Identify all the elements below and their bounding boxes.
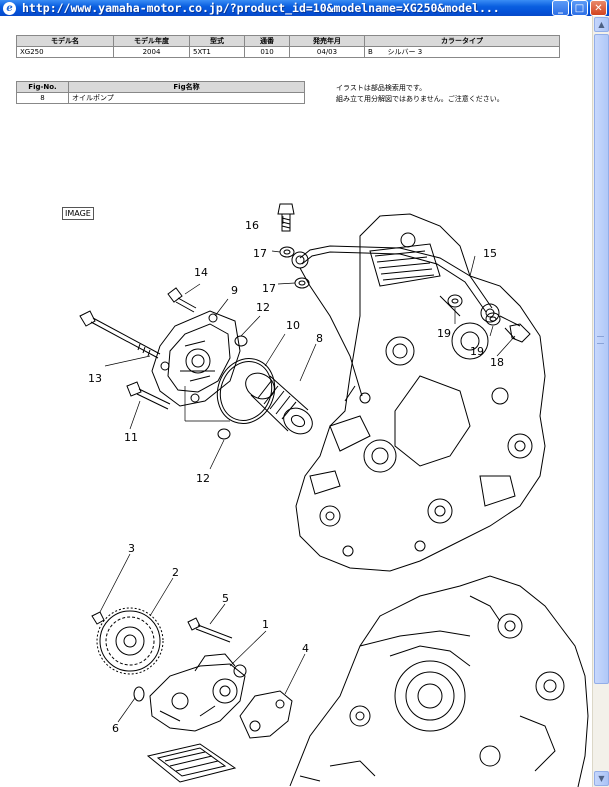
maximize-button[interactable]: □: [571, 0, 588, 16]
callout-5[interactable]: 5: [222, 592, 229, 605]
header-color-type: カラータイプ: [364, 35, 560, 47]
cell-color-name: シルバー 3: [384, 46, 560, 58]
header-type: 型式: [189, 35, 245, 47]
window-title: http://www.yamaha-motor.co.jp/?product_i…: [22, 1, 500, 15]
pin-6[interactable]: [133, 686, 145, 702]
table-row: 8 オイルポンプ: [16, 92, 305, 104]
page-content: モデル名 モデル年度 型式 通番 発売年月 カラータイプ XG250 2004 …: [0, 16, 592, 787]
oil-strainer[interactable]: [146, 743, 237, 783]
cell-type: 5XT1: [189, 46, 245, 58]
clip-3[interactable]: [91, 611, 105, 625]
callout-13[interactable]: 13: [88, 372, 102, 385]
callout-19b[interactable]: 19: [470, 345, 484, 358]
cell-release: 04/03: [289, 46, 365, 58]
callout-numbers: 16 17 17 15 14 9 12 10 8 13 11 12 19 19 …: [88, 219, 504, 735]
callout-11[interactable]: 11: [124, 431, 138, 444]
bolt-18[interactable]: [504, 323, 531, 343]
callout-15[interactable]: 15: [483, 247, 497, 260]
fig-info-table: Fig-No. Fig名称 8 オイルポンプ: [16, 81, 305, 104]
header-fig-no: Fig-No.: [16, 81, 69, 93]
ie-icon: e: [3, 1, 16, 15]
pump-gear-2[interactable]: [96, 607, 164, 675]
close-button[interactable]: ✕: [590, 0, 607, 16]
gasket-4[interactable]: [239, 690, 293, 739]
scroll-thumb[interactable]: [594, 34, 609, 684]
header-model-name: モデル名: [16, 35, 114, 47]
minimize-button[interactable]: _: [552, 0, 569, 16]
cell-model: XG250: [16, 46, 114, 58]
bolt-14[interactable]: [167, 287, 197, 313]
scroll-down-button[interactable]: ▼: [594, 771, 609, 786]
gasket-19b[interactable]: [485, 312, 501, 326]
image-placeholder-tag: IMAGE: [62, 207, 94, 220]
note-line-2: 組み立て用分解図ではありません。ご注意ください。: [336, 95, 504, 103]
gasket-17a[interactable]: [279, 246, 295, 258]
header-release: 発売年月: [289, 35, 365, 47]
callout-12a[interactable]: 12: [256, 301, 270, 314]
model-table-header: モデル名 モデル年度 型式 通番 発売年月 カラータイプ: [16, 35, 560, 47]
callout-4[interactable]: 4: [302, 642, 309, 655]
cell-fig-name: オイルポンプ: [68, 92, 305, 104]
oil-filter-8[interactable]: [241, 368, 317, 439]
callout-12b[interactable]: 12: [196, 472, 210, 485]
callout-8[interactable]: 8: [316, 332, 323, 345]
crankcase-lower: [289, 575, 589, 787]
vertical-scrollbar[interactable]: ▲ ▼: [592, 16, 609, 787]
leader-lines-upper: [104, 216, 516, 470]
window-titlebar: e http://www.yamaha-motor.co.jp/?product…: [0, 0, 609, 16]
cell-year: 2004: [113, 46, 190, 58]
model-info-table: モデル名 モデル年度 型式 通番 発売年月 カラータイプ XG250 2004 …: [16, 35, 560, 58]
o-ring-12a[interactable]: [234, 335, 248, 347]
oil-pump-assy-1[interactable]: [149, 653, 247, 732]
o-ring-12b[interactable]: [217, 428, 231, 440]
window-controls: _ □ ✕: [552, 0, 607, 16]
leader-lines-lower: [99, 553, 306, 723]
cell-fig-no: 8: [16, 92, 69, 104]
parts-diagram[interactable]: 16 17 17 15 14 9 12 10 8 13 11 12 19 19 …: [0, 176, 592, 787]
bolt-13[interactable]: [79, 310, 161, 359]
o-ring-10[interactable]: [208, 350, 283, 431]
header-model-year: モデル年度: [113, 35, 190, 47]
note-line-1: イラストは部品検索用です。: [336, 84, 427, 92]
bolt-16[interactable]: [277, 203, 295, 232]
header-fig-name: Fig名称: [68, 81, 305, 93]
table-row: XG250 2004 5XT1 010 04/03 B シルバー 3: [16, 46, 560, 58]
callout-14[interactable]: 14: [194, 266, 208, 279]
scroll-grip-icon: [597, 336, 604, 344]
callout-2[interactable]: 2: [172, 566, 179, 579]
callout-18[interactable]: 18: [490, 356, 504, 369]
callout-3[interactable]: 3: [128, 542, 135, 555]
fig-table-header: Fig-No. Fig名称: [16, 81, 305, 93]
callout-10[interactable]: 10: [286, 319, 300, 332]
bolt-11[interactable]: [126, 381, 171, 410]
cell-serial: 010: [244, 46, 290, 58]
callout-9[interactable]: 9: [231, 284, 238, 297]
cell-color-code: B: [364, 46, 385, 58]
crankcase-upper: [295, 213, 546, 572]
bolt-5[interactable]: [187, 617, 233, 643]
callout-16[interactable]: 16: [245, 219, 259, 232]
header-serial: 通番: [244, 35, 290, 47]
callout-6[interactable]: 6: [112, 722, 119, 735]
callout-19a[interactable]: 19: [437, 327, 451, 340]
usage-note: イラストは部品検索用です。 組み立て用分解図ではありません。ご注意ください。: [336, 83, 504, 105]
gasket-17b[interactable]: [294, 277, 310, 289]
gasket-19a[interactable]: [447, 294, 463, 308]
scroll-up-button[interactable]: ▲: [594, 17, 609, 32]
pump-cover-9[interactable]: [151, 310, 241, 407]
callout-17b[interactable]: 17: [262, 282, 276, 295]
callout-1[interactable]: 1: [262, 618, 269, 631]
callout-17a[interactable]: 17: [253, 247, 267, 260]
